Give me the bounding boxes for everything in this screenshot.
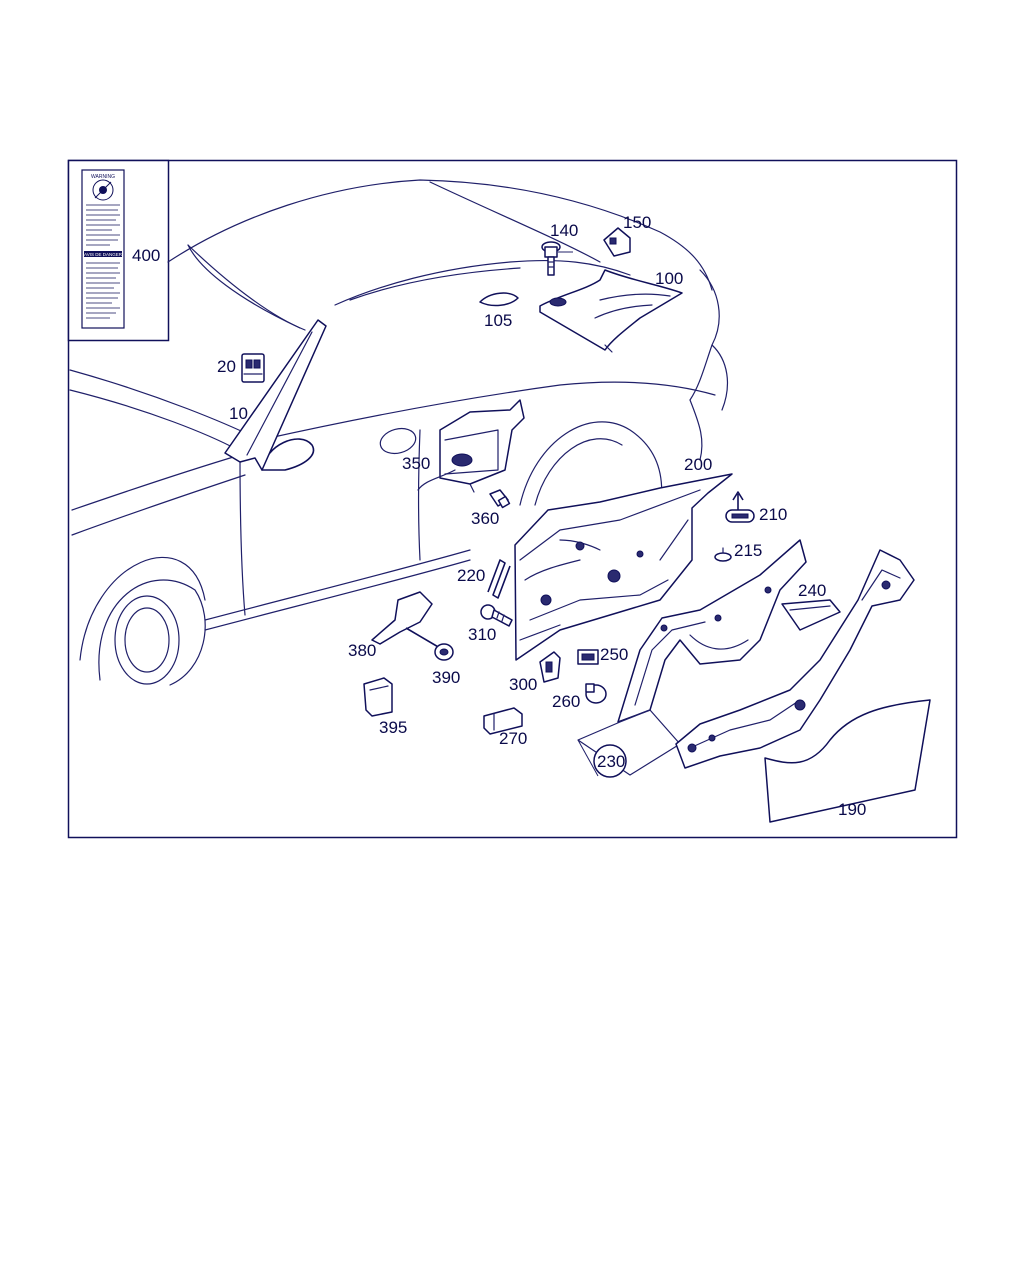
rivet-360 xyxy=(489,489,511,509)
leader-lines xyxy=(558,251,599,777)
callout-100: 100 xyxy=(655,269,683,288)
callout-labels: 10 20 100 105 140 150 190 200 210 215 22… xyxy=(132,213,866,819)
callout-250: 250 xyxy=(600,645,628,664)
callout-360: 360 xyxy=(471,509,499,528)
frame-rail xyxy=(675,549,915,769)
callout-220: 220 xyxy=(457,566,485,585)
callout-380: 380 xyxy=(348,641,376,660)
callout-390: 390 xyxy=(432,668,460,687)
callout-270: 270 xyxy=(499,729,527,748)
bolt-390 xyxy=(405,627,454,661)
cover-395 xyxy=(363,677,393,717)
clip-150 xyxy=(603,227,631,257)
screw-140 xyxy=(541,241,561,276)
callout-20: 20 xyxy=(217,357,236,376)
callout-210: 210 xyxy=(759,505,787,524)
callout-105: 105 xyxy=(484,311,512,330)
connector-250 xyxy=(577,649,599,665)
warning-label-sticker: WARNING AVIS DE DANGER xyxy=(81,169,125,329)
callout-300: 300 xyxy=(509,675,537,694)
rear-side-panel-200 xyxy=(514,473,733,661)
callout-400: 400 xyxy=(132,246,160,265)
callout-150: 150 xyxy=(623,213,651,232)
callout-140: 140 xyxy=(550,221,578,240)
rear-shelf-trim-100 xyxy=(539,269,683,353)
clip-300 xyxy=(539,651,561,683)
callout-260: 260 xyxy=(552,692,580,711)
car-outline xyxy=(69,179,729,686)
callout-215: 215 xyxy=(734,541,762,560)
clip-215 xyxy=(714,547,732,562)
liner-190 xyxy=(764,699,931,823)
french-heading: AVIS DE DANGER xyxy=(84,252,123,257)
callout-circle-230 xyxy=(593,744,627,778)
clip-bracket-20 xyxy=(241,353,265,383)
side-pocket-350 xyxy=(417,399,525,493)
callout-10: 10 xyxy=(229,404,248,423)
a-pillar-trim xyxy=(224,319,327,471)
grommet-210 xyxy=(725,491,755,523)
callout-310: 310 xyxy=(468,625,496,644)
callout-230: 230 xyxy=(597,752,625,771)
spring-220 xyxy=(487,559,511,599)
tab-105 xyxy=(479,292,519,307)
pad-240 xyxy=(781,599,841,631)
bracket-380 xyxy=(371,591,433,645)
diagram-frame xyxy=(67,159,958,839)
callout-395: 395 xyxy=(379,718,407,737)
callout-190: 190 xyxy=(838,800,866,819)
warning-heading: WARNING xyxy=(91,174,115,180)
callout-200: 200 xyxy=(684,455,712,474)
push-button-260 xyxy=(585,683,607,704)
strip-270 xyxy=(483,707,523,735)
callout-240: 240 xyxy=(798,581,826,600)
screw-310 xyxy=(480,604,513,627)
callout-350: 350 xyxy=(402,454,430,473)
